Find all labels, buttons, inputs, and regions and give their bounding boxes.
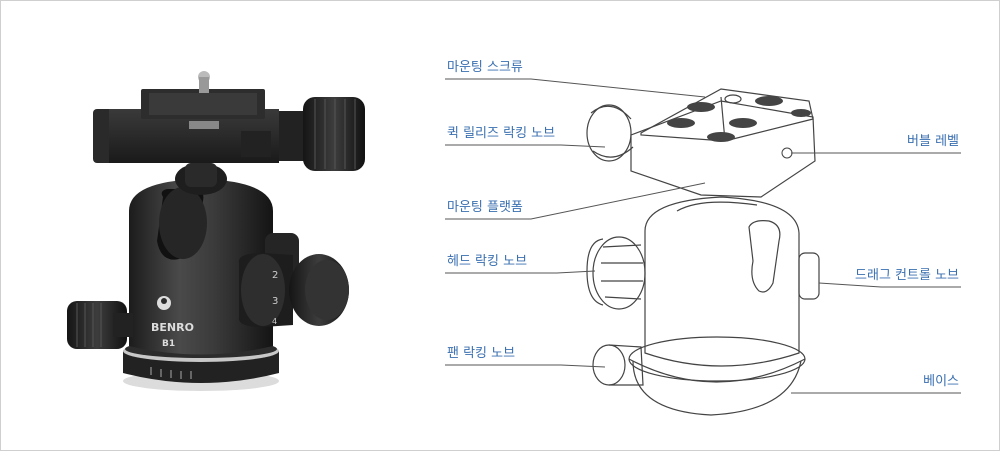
photo-body (129, 163, 273, 355)
callout-base: 베이스 (923, 374, 959, 389)
dial-number-3: 3 (272, 296, 278, 307)
brand-name: BENRO (151, 321, 194, 334)
callout-head-locking-knob: 헤드 락킹 노브 (447, 254, 528, 269)
callout-bubble-level: 버블 레벨 (907, 134, 959, 149)
dial-number-2: 2 (272, 270, 278, 281)
model-name: B1 (162, 339, 175, 349)
photo-quick-release-knob (279, 97, 365, 171)
photo-clamp (93, 71, 279, 163)
diagram-pads (667, 96, 811, 142)
photo-pan-knob (67, 301, 133, 349)
photo-head-knob: 2 3 4 (238, 253, 349, 327)
callout-mounting-platform: 마운팅 플랫폼 (447, 200, 523, 215)
callout-quick-release-knob: 퀵 릴리즈 락킹 노브 (447, 126, 556, 141)
bubble-level-mark (781, 147, 793, 159)
callout-pan-locking-knob: 팬 락킹 노브 (447, 346, 516, 361)
callout-mounting-screw: 마운팅 스크류 (447, 60, 523, 75)
dial-number-4: 4 (272, 317, 277, 326)
product-photo: BENRO B1 2 3 4 (67, 71, 365, 391)
diagram-outline (586, 88, 820, 416)
brand-logo (157, 296, 171, 310)
callout-drag-control-knob: 드래그 컨트롤 노브 (855, 268, 959, 283)
